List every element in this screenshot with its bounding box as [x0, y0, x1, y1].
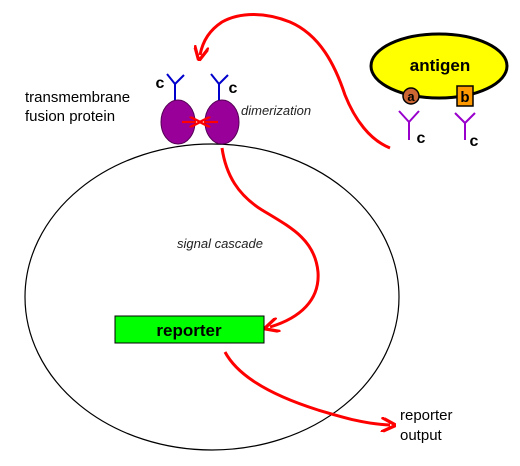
epitope-a-label: a — [407, 89, 415, 104]
transmembrane-label-line1: transmembrane — [25, 89, 130, 106]
free-antibody-label-c-left: c — [417, 130, 426, 147]
receptor-antibody-left-icon — [166, 73, 185, 100]
arrow-reporter-output — [223, 351, 390, 425]
receptor-antibody-right-icon — [210, 73, 229, 100]
reporter-output-label-line1: reporter — [400, 407, 453, 424]
arrow-antibody-to-receptor — [200, 13, 391, 150]
epitope-a-shape — [402, 87, 420, 105]
cell-membrane — [24, 143, 400, 451]
transmembrane-label-line2: fusion protein — [25, 108, 115, 125]
signal-cascade-label: signal cascade — [177, 236, 263, 251]
reporter-box — [114, 315, 265, 344]
free-antibody-left-icon — [398, 110, 420, 140]
epitope-b-shape — [456, 85, 474, 107]
epitope-b-label: b — [460, 89, 469, 106]
antibody-label-c-left: c — [156, 75, 165, 92]
reporter-output-label-line2: output — [400, 427, 443, 444]
antibody-label-c-right: c — [229, 80, 238, 97]
antigen-shape — [369, 32, 509, 100]
reporter-box-label: reporter — [156, 321, 222, 340]
arrow-signal-cascade — [220, 147, 320, 327]
dimerization-label: dimerization — [241, 103, 311, 118]
free-antibody-label-c-right: c — [470, 133, 479, 150]
free-antibody-right-icon — [454, 112, 476, 140]
antigen-label: antigen — [410, 56, 470, 75]
